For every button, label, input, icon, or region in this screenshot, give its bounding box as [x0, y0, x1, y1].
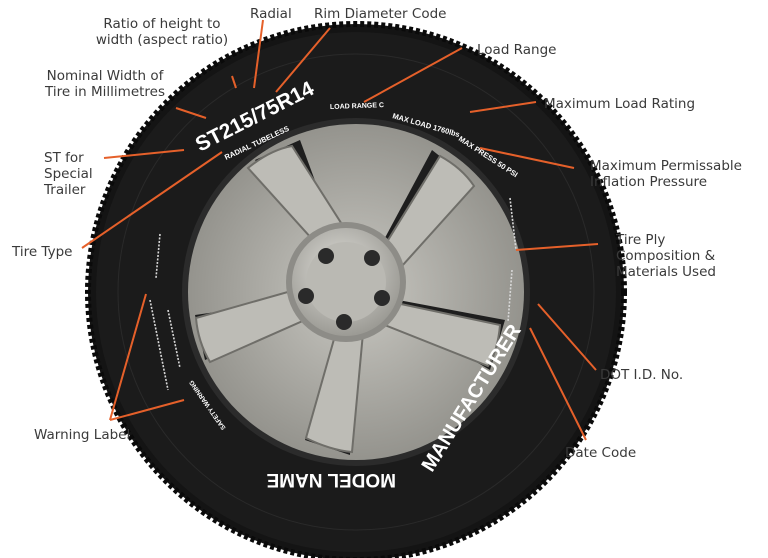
label-load-range: Load Range [477, 42, 557, 58]
label-warning-label: Warning Label [34, 427, 131, 443]
leader-max-inflation [479, 147, 575, 169]
label-st-special-trailer: ST for Special Trailer [44, 150, 93, 198]
leader-rim-diameter [275, 27, 331, 93]
leader-load-range [363, 47, 463, 103]
leader-ply [515, 243, 599, 251]
label-radial: Radial [250, 6, 292, 22]
label-tire-type: Tire Type [12, 244, 73, 260]
label-aspect-ratio: Ratio of height to width (aspect ratio) [95, 16, 229, 48]
leader-lines [81, 19, 599, 441]
warning-fine-print-2 [149, 299, 169, 391]
wheel-rim [182, 118, 530, 466]
leader-st [103, 149, 185, 159]
label-max-load-rating: Maximum Load Rating [544, 96, 696, 112]
leader-max-load [469, 101, 537, 113]
leader-date-code [529, 327, 587, 441]
leader-radial [253, 19, 264, 89]
label-dot-id: DOT I.D. No. [600, 367, 684, 383]
leader-aspect-ratio [231, 75, 237, 89]
ply-fine-print [509, 197, 517, 251]
label-ply-composition: Tire Ply Composition & Materials Used [616, 232, 716, 280]
leader-tire-type [81, 151, 223, 249]
warning-fine-print [155, 233, 161, 279]
leader-dot [537, 303, 597, 371]
label-date-code: Date Code [565, 445, 637, 461]
leader-nominal-width [175, 107, 207, 119]
label-max-inflation: Maximum Permissable Inflation Pressure [590, 158, 742, 190]
dot-fine-print [507, 269, 513, 323]
leader-warning-2 [109, 399, 185, 421]
sidewall-load-range: LOAD RANGE C [330, 102, 384, 111]
label-rim-diameter: Rim Diameter Code [314, 6, 447, 22]
sidewall-model-name: MODEL NAME [267, 469, 396, 490]
leader-warning-1 [109, 293, 147, 421]
label-nominal-width: Nominal Width of Tire in Millimetres [44, 68, 166, 100]
warning-fine-print-3 [167, 309, 181, 369]
